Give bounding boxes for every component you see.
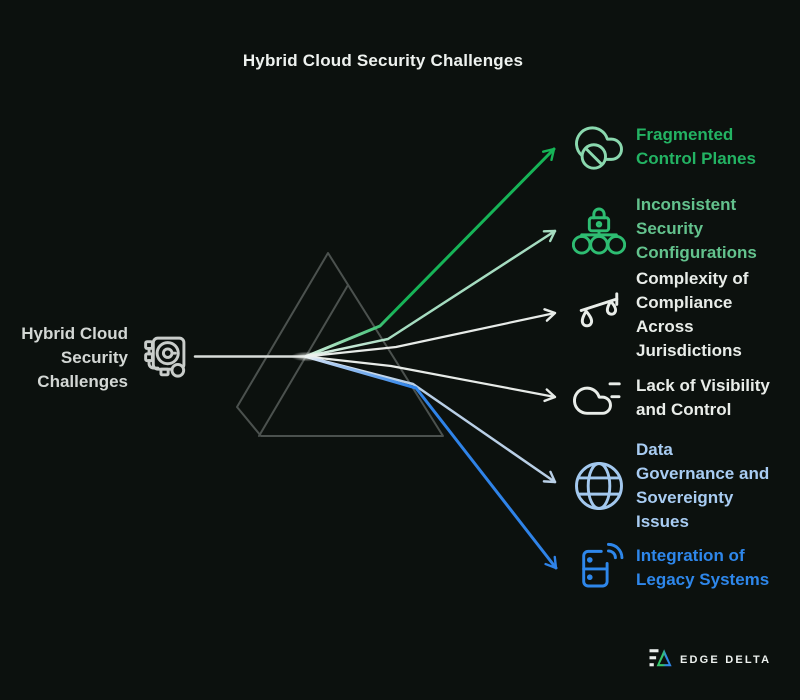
safe-vault-icon — [138, 330, 192, 384]
ray-lack-of-visibility — [304, 355, 557, 403]
ray-integration-legacy-systems — [304, 355, 558, 570]
challenge-label: Integration of Legacy Systems — [636, 546, 770, 589]
server-wireless-icon — [572, 541, 626, 595]
ray-inconsistent-security-configurations — [304, 229, 557, 358]
challenge-item-data-governance: Data Governance and Sovereignty Issues — [572, 438, 800, 534]
challenge-item-inconsistent-security-configurations: Inconsistent Security Configurations — [572, 193, 800, 265]
challenge-item-integration-legacy-systems: Integration of Legacy Systems — [572, 541, 800, 595]
ray-complexity-of-compliance — [304, 308, 557, 358]
edge-delta-logo-mark — [649, 648, 672, 673]
page-title: Hybrid Cloud Security Challenges — [242, 51, 524, 70]
lock-hierarchy-icon — [572, 202, 626, 256]
challenge-item-fragmented-control-planes: Fragmented Control Planes — [572, 120, 800, 174]
brand-footer: EDGE DELTA — [649, 648, 772, 673]
cloud-ban-icon — [572, 120, 626, 174]
challenge-item-lack-of-visibility: Lack of Visibility and Control — [572, 371, 800, 425]
challenge-label: Lack of Visibility and Control — [636, 376, 770, 419]
challenge-label: Fragmented Control Planes — [636, 125, 756, 168]
ray-fragmented-control-planes — [304, 147, 556, 358]
challenge-label: Data Governance and Sovereignty Issues — [636, 440, 770, 531]
brand-name: EDGE DELTA — [680, 654, 772, 666]
scales-icon — [572, 288, 626, 342]
cloud-lines-icon — [572, 371, 626, 425]
challenge-label: Complexity of Compliance Across Jurisdic… — [636, 269, 749, 360]
challenge-item-complexity-of-compliance: Complexity of Compliance Across Jurisdic… — [572, 267, 800, 363]
refraction-glow — [291, 351, 323, 362]
globe-icon — [572, 459, 626, 513]
source-label: Hybrid Cloud Security Challenges — [21, 324, 128, 391]
challenge-label: Inconsistent Security Configurations — [636, 195, 757, 262]
ray-data-governance — [304, 355, 557, 484]
